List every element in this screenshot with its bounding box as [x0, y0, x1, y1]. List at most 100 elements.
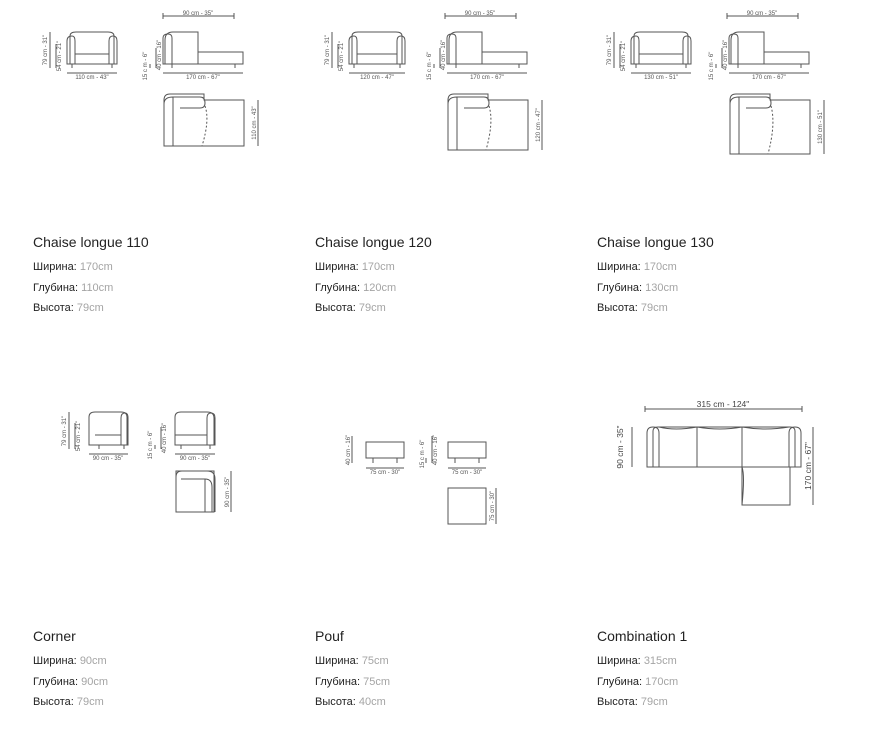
spec-label: Высота: [33, 696, 74, 708]
spec-label: Ширина: [33, 655, 77, 667]
spec-row-depth: Глубина: 170cm [597, 672, 847, 693]
dim-height-total: 79 cm - 31" [325, 35, 331, 65]
spec-row-depth: Глубина: 75cm [315, 672, 565, 693]
dim-front-width: 120 cm - 47" [360, 75, 394, 81]
dim-depth: 90 cm - 35" [225, 477, 231, 507]
spec-block-chaise-120: Chaise longue 120 Ширина: 170cm Глубина:… [315, 233, 565, 319]
dim-leg-h: 15 c m - 6" [709, 52, 715, 81]
drawing-corner: 79 cm - 31" 54 cm - 21" 90 cm - 35" 15 c… [55, 405, 255, 515]
product-title: Chaise longue 120 [315, 234, 432, 250]
dim-side-width: 90 cm - 35" [180, 456, 210, 462]
spec-block-chaise-130: Chaise longue 130 Ширина: 170cm Глубина:… [597, 233, 847, 319]
dim-side-length: 170 cm - 67" [186, 75, 220, 81]
dim-seat-h: 40 cm - 16" [441, 40, 447, 70]
spec-block-chaise-110: Chaise longue 110 Ширина: 170cm Глубина:… [33, 233, 283, 319]
spec-label: Глубина: [597, 281, 643, 294]
dim-height-seat: 54 cm - 21" [76, 421, 82, 451]
spec-value: 120cm [363, 281, 397, 294]
spec-value: 90cm [81, 675, 109, 688]
dim-height-total: 79 cm - 31" [607, 35, 613, 65]
dim-top-width: 90 cm - 35" [747, 11, 777, 17]
spec-value: 110cm [81, 281, 114, 294]
spec-value: 79cm [76, 696, 104, 708]
dim-depth-right: 170 cm - 67" [803, 442, 813, 490]
spec-row-height: Высота: 40cm [315, 692, 565, 713]
spec-value: 315cm [643, 655, 677, 667]
spec-row-depth: Глубина: 130cm [597, 278, 847, 299]
spec-row-height: Высота: 79cm [33, 298, 283, 319]
product-title: Chaise longue 130 [597, 234, 714, 250]
spec-row-width: Ширина: 170cm [315, 257, 565, 278]
drawing-chaise-130: 90 cm - 35" 79 cm - 31" 54 cm - 21" 130 … [594, 8, 834, 158]
dim-front-width: 110 cm - 43" [75, 75, 108, 81]
dim-width: 315 cm - 124" [697, 399, 750, 409]
spec-value: 75cm [363, 675, 391, 688]
spec-value: 79cm [640, 302, 668, 314]
spec-label: Ширина: [315, 261, 359, 273]
spec-block-pouf: Pouf Ширина: 75cm Глубина: 75cm Высота: … [315, 627, 565, 713]
spec-label: Глубина: [33, 281, 79, 294]
dim-front-width: 90 cm - 35" [93, 456, 123, 462]
dim-front-width: 75 cm - 30" [370, 470, 400, 476]
dim-leg-h: 15 c m - 6" [427, 52, 433, 81]
dim-seat-h2: 40 cm - 16" [433, 435, 439, 465]
drawing-pouf: 40 cm - 16" 75 cm - 30" 15 c m - 6" 40 c… [340, 430, 510, 530]
dim-depth: 75 cm - 30" [490, 491, 496, 521]
dim-seat-h: 40 cm - 16" [157, 40, 163, 70]
dim-height-total: 79 cm - 31" [62, 416, 68, 446]
spec-label: Высота: [315, 696, 356, 708]
spec-value: 170cm [643, 261, 677, 273]
dim-height-seat: 54 cm - 21" [57, 41, 63, 71]
dim-side-length: 170 cm - 67" [752, 75, 786, 81]
spec-row-height: Высота: 79cm [315, 298, 565, 319]
dim-side-width: 75 cm - 30" [452, 470, 482, 476]
dim-height-seat: 54 cm - 21" [339, 41, 345, 71]
spec-label: Глубина: [597, 675, 643, 688]
spec-value: 79cm [76, 302, 104, 314]
spec-value: 40cm [358, 696, 386, 708]
spec-block-combination-1: Combination 1 Ширина: 315cm Глубина: 170… [597, 627, 847, 713]
spec-row-depth: Глубина: 120cm [315, 278, 565, 299]
spec-value: 170cm [645, 675, 679, 688]
dim-depth: 110 cm - 43" [252, 106, 258, 139]
product-title: Chaise longue 110 [33, 234, 149, 250]
dim-seat-h: 40 cm - 16" [723, 40, 729, 70]
dim-depth: 120 cm - 47" [536, 108, 542, 142]
drawing-chaise-110: 90 cm - 35" 79 cm - 31" 54 cm - 21" 110 … [30, 8, 270, 153]
spec-value: 79cm [358, 302, 386, 314]
dim-top-width: 90 cm - 35" [183, 11, 213, 17]
spec-label: Высота: [597, 302, 638, 314]
spec-block-corner: Corner Ширина: 90cm Глубина: 90cm Высота… [33, 627, 283, 713]
spec-row-height: Высота: 79cm [33, 692, 283, 713]
spec-value: 75cm [361, 655, 389, 667]
dim-leg-h: 15 c m - 6" [148, 431, 154, 460]
dim-side-length: 170 cm - 67" [470, 75, 504, 81]
spec-row-width: Ширина: 75cm [315, 651, 565, 672]
spec-row-height: Высота: 79cm [597, 298, 847, 319]
spec-row-width: Ширина: 170cm [33, 257, 283, 278]
spec-row-depth: Глубина: 90cm [33, 672, 283, 693]
spec-label: Глубина: [315, 281, 361, 294]
spec-value: 170cm [361, 261, 395, 273]
spec-label: Высота: [315, 302, 356, 314]
dim-depth-left: 90 cm - 35" [615, 425, 625, 468]
drawing-combination-1: 315 cm - 124" 90 cm - 35" 170 cm - 67" [605, 395, 825, 515]
spec-label: Глубина: [33, 675, 79, 688]
spec-label: Глубина: [315, 675, 361, 688]
spec-label: Ширина: [315, 655, 359, 667]
spec-label: Ширина: [597, 261, 641, 273]
dim-height-seat: 54 cm - 21" [621, 41, 627, 71]
dim-seat-h: 40 cm - 16" [162, 423, 168, 453]
spec-label: Ширина: [597, 655, 641, 667]
spec-value: 79cm [640, 696, 668, 708]
product-title: Pouf [315, 628, 344, 644]
spec-row-depth: Глубина: 110cm [33, 278, 283, 299]
product-title: Combination 1 [597, 628, 688, 644]
dim-seat-h: 40 cm - 16" [346, 435, 352, 465]
dim-leg-h: 15 c m - 6" [420, 440, 426, 469]
dim-top-width: 90 cm - 35" [465, 11, 495, 17]
spec-label: Высота: [597, 696, 638, 708]
spec-value: 130cm [645, 281, 679, 294]
spec-row-width: Ширина: 170cm [597, 257, 847, 278]
drawing-chaise-120: 90 cm - 35" 79 cm - 31" 54 cm - 21" 120 … [312, 8, 552, 153]
